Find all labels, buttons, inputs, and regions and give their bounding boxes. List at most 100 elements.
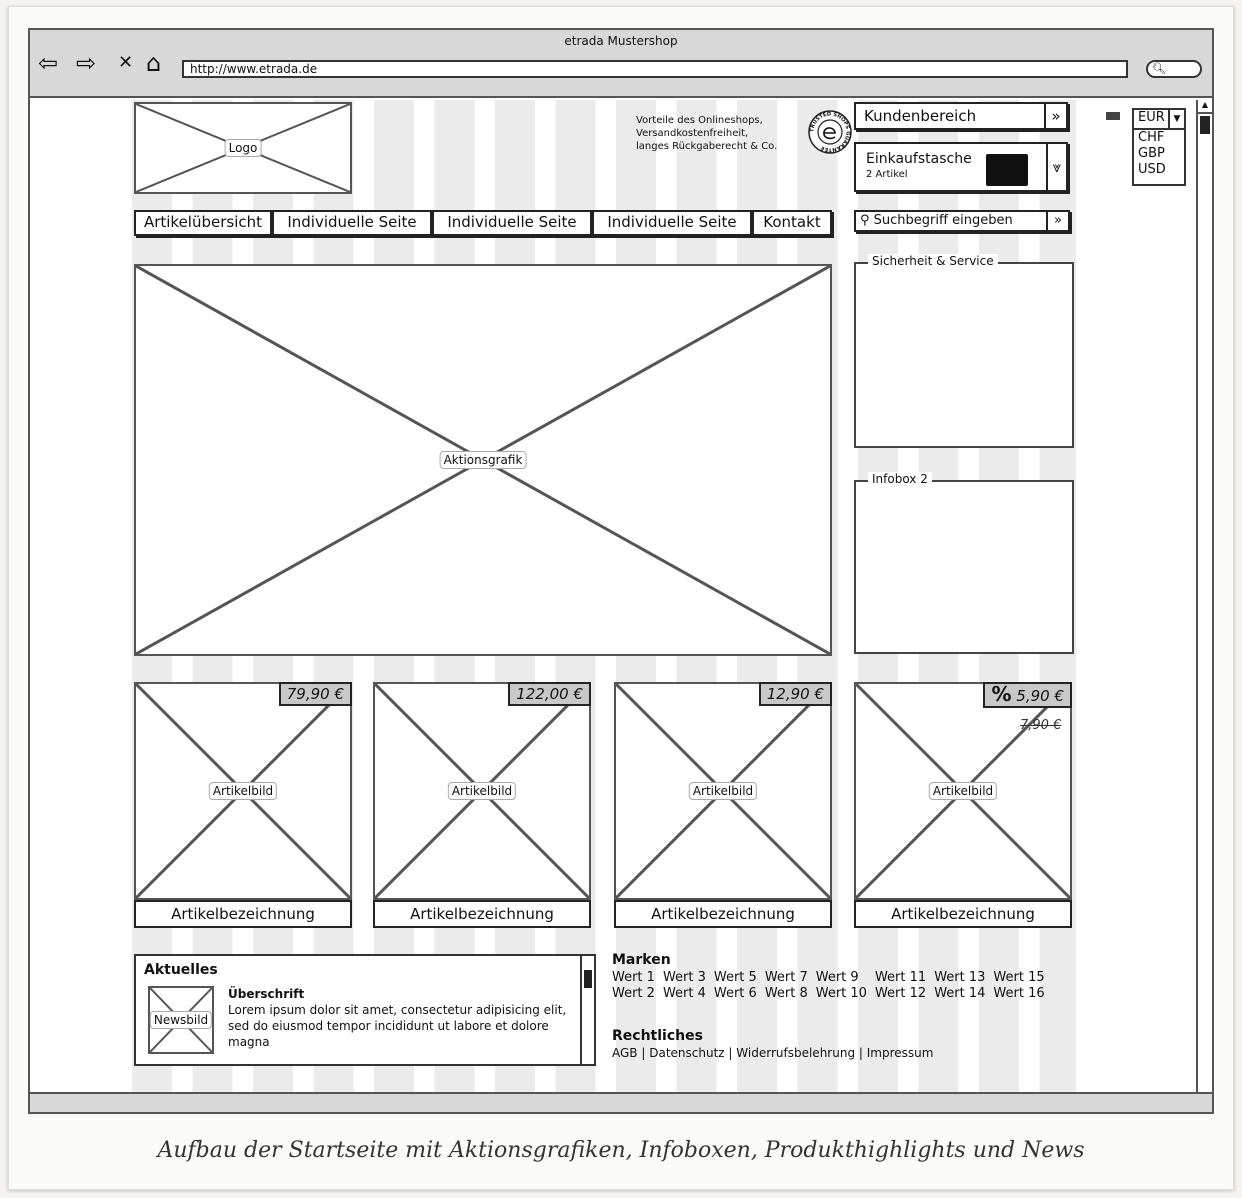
nav-item[interactable]: Individuelle Seite xyxy=(432,210,592,236)
currency-value: EUR xyxy=(1138,110,1165,125)
usp-line: Vorteile des Onlineshops, xyxy=(636,115,763,126)
url-field[interactable]: http://www.etrada.de xyxy=(182,60,1128,78)
currency-option[interactable]: CHF xyxy=(1138,130,1165,145)
product-image[interactable]: Artikelbild xyxy=(373,682,591,900)
separator: | xyxy=(728,1046,733,1060)
news-scrollbar[interactable] xyxy=(580,956,594,1064)
scroll-up-icon[interactable]: ▲ xyxy=(1198,100,1212,114)
brand-link[interactable]: Wert 1 xyxy=(612,970,655,985)
usp-line: langes Rückgaberecht & Co. xyxy=(636,141,778,152)
legal-link[interactable]: Widerrufsbelehrung xyxy=(736,1046,856,1060)
brand-link[interactable]: Wert 2 xyxy=(612,986,655,1001)
product-image[interactable]: Artikelbild xyxy=(854,682,1072,900)
brand-link[interactable]: Wert 16 xyxy=(993,986,1045,1001)
trust-badge-icon[interactable]: TRUSTED SHOPS GUARANTEE xyxy=(808,110,852,154)
cart-widget[interactable]: Einkaufstasche 2 Artikel ⩔ xyxy=(854,142,1068,192)
separator: | xyxy=(858,1046,863,1060)
usp-line: Versandkostenfreiheit, xyxy=(636,128,749,139)
legal-link[interactable]: Datenschutz xyxy=(649,1046,725,1060)
brand-link[interactable]: Wert 3 xyxy=(662,970,706,985)
news-image[interactable]: Newsbild xyxy=(148,986,214,1054)
news-image-label: Newsbild xyxy=(149,1011,213,1029)
logo-label: Logo xyxy=(224,139,262,157)
status-bar xyxy=(30,1092,1212,1112)
old-price: 7,90 € xyxy=(1020,718,1062,733)
scroll-thumb[interactable] xyxy=(584,970,592,988)
product-name[interactable]: Artikelbezeichnung xyxy=(373,900,591,928)
product-name[interactable]: Artikelbezeichnung xyxy=(614,900,832,928)
logo[interactable]: Logo xyxy=(134,102,352,194)
product-image-label: Artikelbild xyxy=(208,782,278,800)
search-submit-icon[interactable]: » xyxy=(1046,212,1068,230)
legal-link[interactable]: Impressum xyxy=(866,1046,934,1060)
product-name[interactable]: Artikelbezeichnung xyxy=(134,900,352,928)
cart-label: Einkaufstasche xyxy=(866,151,972,167)
caption: Aufbau der Startseite mit Aktionsgrafike… xyxy=(157,1138,1085,1163)
news-text: Lorem ipsum dolor sit amet, consectetur … xyxy=(228,1003,567,1049)
account-button[interactable]: Kundenbereich » xyxy=(854,102,1068,130)
nav-item[interactable]: Individuelle Seite xyxy=(592,210,752,236)
hero-label: Aktionsgrafik xyxy=(439,451,527,469)
hero-banner[interactable]: Aktionsgrafik xyxy=(134,264,832,656)
brand-link[interactable]: Wert 5 xyxy=(713,970,757,985)
vertical-scrollbar[interactable]: ▲ xyxy=(1196,100,1212,1092)
product-image-label: Artikelbild xyxy=(688,782,758,800)
brand-link[interactable]: Wert 14 xyxy=(934,986,986,1001)
price-tag: 12,90 € xyxy=(758,682,832,706)
brand-link[interactable]: Wert 15 xyxy=(993,970,1045,985)
brand-link[interactable]: Wert 12 xyxy=(874,986,927,1001)
shopping-bag-icon xyxy=(986,154,1028,186)
scroll-thumb[interactable] xyxy=(1200,116,1210,134)
brand-link[interactable]: Wert 13 xyxy=(934,970,986,985)
currency-selected[interactable]: EUR▼ xyxy=(1134,110,1184,130)
infobox-2: Infobox 2 xyxy=(854,472,1074,654)
nav-item[interactable]: Kontakt xyxy=(752,210,832,236)
chevron-down-icon[interactable]: ⩔ xyxy=(1046,144,1066,190)
brands-title: Marken xyxy=(612,952,671,968)
close-icon[interactable]: ✕ xyxy=(118,52,134,73)
product-image[interactable]: Artikelbild xyxy=(134,682,352,900)
brand-link[interactable]: Wert 6 xyxy=(713,986,757,1001)
legal-link[interactable]: AGB xyxy=(612,1046,638,1060)
brand-link[interactable]: Wert 10 xyxy=(815,986,867,1001)
price-tag: % 5,90 € xyxy=(983,682,1072,708)
brand-link[interactable]: Wert 4 xyxy=(662,986,706,1001)
news-headline[interactable]: Überschrift xyxy=(228,987,305,1001)
product-name[interactable]: Artikelbezeichnung xyxy=(854,900,1072,928)
cart-count: 2 Artikel xyxy=(866,169,908,180)
infobox-security: Sicherheit & Service xyxy=(854,254,1074,448)
search-icon[interactable]: 🔍︎ xyxy=(1146,60,1202,78)
brand-link[interactable]: Wert 9 xyxy=(815,970,859,985)
home-icon[interactable]: ⌂ xyxy=(146,49,162,77)
infobox-title: Sicherheit & Service xyxy=(868,254,998,268)
browser-toolbar: etrada Mustershop ⇦ ⇨ ✕ ⌂ http://www.etr… xyxy=(30,30,1212,98)
arrow-right-icon[interactable]: ⇨ xyxy=(76,49,97,77)
nav-item[interactable]: Individuelle Seite xyxy=(272,210,432,236)
account-label: Kundenbereich xyxy=(864,107,977,125)
arrow-left-icon[interactable]: ⇦ xyxy=(38,49,59,77)
product-image-label: Artikelbild xyxy=(447,782,517,800)
percent-icon: % xyxy=(991,682,1012,706)
currency-option[interactable]: GBP xyxy=(1138,146,1165,161)
legal-links: AGB | Datenschutz | Widerrufsbelehrung |… xyxy=(612,1046,1082,1060)
price-tag: 122,00 € xyxy=(508,682,591,706)
browser-window: etrada Mustershop ⇦ ⇨ ✕ ⌂ http://www.etr… xyxy=(28,28,1214,1114)
page-content: Logo Vorteile des Onlineshops, Versandko… xyxy=(30,100,1196,1092)
search-input[interactable]: ⚲ Suchbegriff eingeben » xyxy=(854,210,1070,232)
flag-icon[interactable] xyxy=(1106,112,1120,120)
currency-dropdown[interactable]: EUR▼ CHF GBP USD xyxy=(1132,108,1186,186)
usp-text: Vorteile des Onlineshops, Versandkostenf… xyxy=(636,114,777,153)
brand-link[interactable]: Wert 7 xyxy=(764,970,808,985)
currency-option[interactable]: USD xyxy=(1138,162,1166,177)
news-box: Aktuelles Newsbild Überschrift Lorem ips… xyxy=(134,954,596,1066)
search-placeholder: Suchbegriff eingeben xyxy=(873,213,1013,228)
product-image[interactable]: Artikelbild xyxy=(614,682,832,900)
trust-badge-e-icon xyxy=(823,127,836,140)
brand-link[interactable]: Wert 11 xyxy=(874,970,927,985)
infobox-title: Infobox 2 xyxy=(868,472,932,486)
price: 5,90 € xyxy=(1016,687,1064,705)
nav-item[interactable]: Artikelübersicht xyxy=(134,210,272,236)
brand-link[interactable]: Wert 8 xyxy=(764,986,808,1001)
window-title: etrada Mustershop xyxy=(564,34,678,48)
